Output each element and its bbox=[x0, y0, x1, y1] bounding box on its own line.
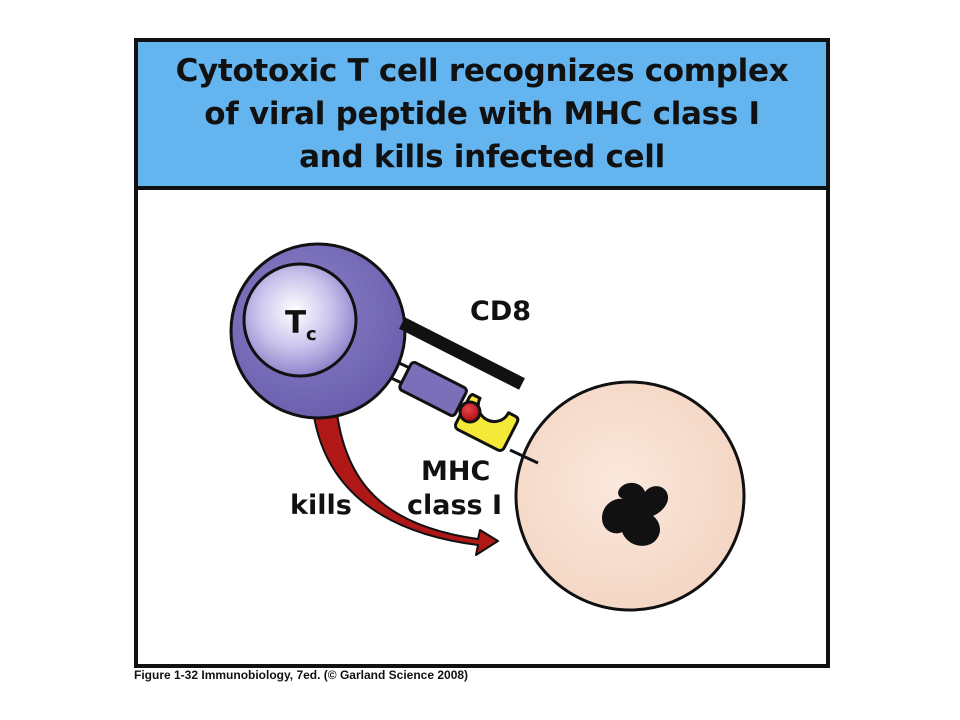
t-cell-receptor bbox=[398, 361, 468, 418]
title-band: Cytotoxic T cell recognizes complex of v… bbox=[138, 42, 826, 190]
t-cell-nucleus bbox=[242, 262, 358, 378]
infected-cell-nucleus bbox=[602, 482, 669, 546]
kills-label: kills bbox=[290, 490, 352, 521]
title-line-2: of viral peptide with MHC class I bbox=[204, 95, 760, 132]
mhc-stalk bbox=[509, 448, 539, 465]
figure-title: Cytotoxic T cell recognizes complex of v… bbox=[176, 50, 789, 179]
tc-subscript: c bbox=[306, 324, 317, 345]
cd8-bar bbox=[399, 317, 525, 390]
figure-panel: Cytotoxic T cell recognizes complex of v… bbox=[134, 38, 830, 668]
tc-label: T bbox=[285, 305, 306, 341]
figure-caption: Figure 1-32 Immunobiology, 7ed. (© Garla… bbox=[134, 668, 469, 682]
kill-arrow bbox=[312, 404, 499, 556]
mhc-label-line-1: MHC bbox=[421, 456, 490, 487]
title-line-1: Cytotoxic T cell recognizes complex bbox=[175, 52, 789, 89]
viral-peptide bbox=[458, 400, 482, 424]
cd8-label: CD8 bbox=[470, 296, 531, 327]
mhc-label-line-2: class I bbox=[407, 490, 502, 521]
title-line-3: and kills infected cell bbox=[299, 138, 665, 175]
